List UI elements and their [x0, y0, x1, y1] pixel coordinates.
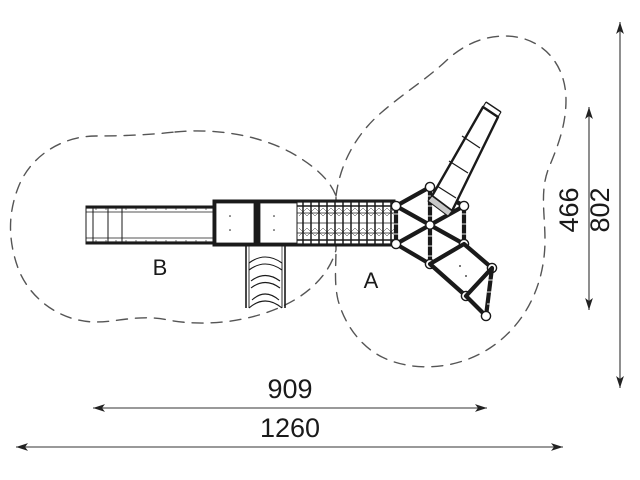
platform-deck-2	[256, 199, 302, 247]
inclined-access-ramp	[427, 101, 502, 217]
dimension-466: 466	[554, 107, 593, 310]
safety-zone-b-outline	[9, 130, 337, 324]
net-bridge	[296, 199, 396, 247]
dimension-466-label: 466	[554, 187, 584, 232]
zone-label-a: A	[364, 268, 379, 293]
dimension-1260: 1260	[16, 413, 563, 451]
lower-triangle-net	[463, 265, 495, 322]
dimension-802: 802	[585, 22, 624, 388]
safety-zones-group	[9, 35, 567, 368]
zone-label-b: B	[153, 255, 168, 280]
dimension-909-label: 909	[267, 374, 312, 404]
platform-deck-1	[212, 199, 258, 247]
dimension-802-label: 802	[585, 187, 615, 232]
ramp-walkway	[85, 205, 214, 245]
dimension-1260-label: 1260	[260, 413, 320, 443]
curved-slide	[245, 246, 286, 309]
dimension-909: 909	[93, 374, 487, 412]
